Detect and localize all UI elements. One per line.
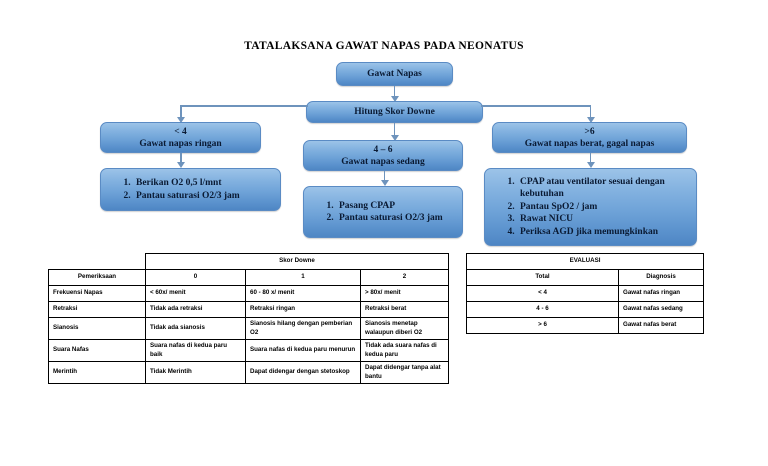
severity-berat-label: Gawat napas berat, gagal napas — [524, 138, 655, 149]
table-row: Retraksi Tidak ada retraksi Retraksi rin… — [48, 301, 449, 318]
cell-retraksi-2: Retraksi berat — [360, 301, 449, 318]
actions-berat-item: Pantau SpO2 / jam — [517, 201, 696, 214]
actions-sedang-item: Pasang CPAP — [336, 200, 443, 213]
severity-ringan-score: < 4 — [174, 126, 187, 137]
flow-node-gawat-napas: Gawat Napas — [336, 62, 453, 86]
connector-score-to-middle — [393, 123, 395, 137]
table-row-group-header: Skor Downe — [48, 253, 449, 270]
row-label-sianosis: Sianosis — [48, 317, 146, 340]
cell-total-ringan: < 4 — [466, 285, 619, 302]
header-score-1: 1 — [245, 269, 361, 286]
evaluasi-title: EVALUASI — [465, 253, 705, 270]
connector-score-to-right-v — [589, 105, 591, 119]
arrowhead-middle-branch — [390, 135, 399, 141]
connector-score-to-left-h — [180, 105, 308, 107]
table-row-column-header: Pemeriksaan 0 1 2 — [48, 269, 449, 286]
flow-node-hitung-skor-downe-label: Hitung Skor Downe — [354, 107, 435, 117]
header-diagnosis: Diagnosis — [617, 269, 705, 286]
page-title: TATALAKSANA GAWAT NAPAS PADA NEONATUS — [244, 40, 524, 52]
arrowhead-ringan-action — [177, 162, 185, 168]
cell-suara-nafas-1: Suara nafas di kedua paru menurun — [245, 339, 361, 362]
severity-ringan-label: Gawat napas ringan — [139, 138, 222, 149]
cell-merintih-2: Dapat didengar tanpa alat bantu — [360, 361, 449, 384]
connector-root-to-score — [393, 86, 395, 98]
cell-merintih-1: Dapat didengar dengan stetoskop — [245, 361, 361, 384]
cell-retraksi-0: Tidak ada retraksi — [145, 301, 246, 318]
severity-sedang-score: 4 – 6 — [373, 144, 393, 155]
flow-node-actions-sedang: Pasang CPAP Pantau saturasi O2/3 jam — [303, 186, 463, 238]
table-row: 4 - 6 Gawat nafas sedang — [466, 301, 705, 318]
flow-node-gawat-napas-label: Gawat Napas — [367, 69, 422, 79]
connector-berat-to-action — [589, 153, 591, 164]
skor-downe-group-header: Skor Downe — [145, 253, 449, 270]
skor-downe-table: Skor Downe Pemeriksaan 0 1 2 Frekuensi N… — [48, 253, 449, 384]
arrowhead-right-branch — [586, 117, 595, 123]
table-row: < 4 Gawat nafas ringan — [466, 285, 705, 302]
actions-ringan-item: Berikan O2 0,5 l/mnt — [133, 177, 240, 190]
cell-sianosis-0: Tidak ada sianosis — [145, 317, 246, 340]
actions-sedang-list: Pasang CPAP Pantau saturasi O2/3 jam — [320, 200, 443, 225]
cell-frekuensi-napas-1: 60 - 80 x/ menit — [245, 285, 361, 302]
actions-ringan-list: Berikan O2 0,5 l/mnt Pantau saturasi O2/… — [117, 177, 240, 202]
table-row-column-header: Total Diagnosis — [466, 269, 705, 286]
row-label-suara-nafas: Suara Nafas — [48, 339, 146, 362]
cell-total-sedang: 4 - 6 — [466, 301, 619, 318]
table-row: Frekuensi Napas < 60x/ menit 60 - 80 x/ … — [48, 285, 449, 302]
flow-node-severity-berat: >6 Gawat napas berat, gagal napas — [492, 122, 687, 153]
cell-frekuensi-napas-2: > 80x/ menit — [360, 285, 449, 302]
table-row: > 6 Gawat nafas berat — [466, 317, 705, 334]
connector-ringan-to-action — [180, 153, 182, 164]
row-label-merintih: Merintih — [48, 361, 146, 384]
severity-sedang-label: Gawat napas sedang — [341, 156, 425, 167]
actions-berat-list: CPAP atau ventilator sesuai dengan kebut… — [501, 176, 696, 239]
table-row: Sianosis Tidak ada sianosis Sianosis hil… — [48, 317, 449, 340]
row-label-frekuensi-napas: Frekuensi Napas — [48, 285, 146, 302]
cell-diagnosis-sedang: Gawat nafas sedang — [617, 301, 705, 318]
cell-diagnosis-ringan: Gawat nafas ringan — [617, 285, 705, 302]
cell-total-berat: > 6 — [466, 317, 619, 334]
cell-suara-nafas-0: Suara nafas di kedua paru baik — [145, 339, 246, 362]
header-pemeriksaan: Pemeriksaan — [48, 269, 146, 286]
row-label-retraksi: Retraksi — [48, 301, 146, 318]
cell-sianosis-1: Sianosis hilang dengan pemberian O2 — [245, 317, 361, 340]
arrowhead-root-to-score — [390, 96, 399, 102]
header-score-0: 0 — [145, 269, 246, 286]
table-row: Suara Nafas Suara nafas di kedua paru ba… — [48, 339, 449, 362]
table-cell-empty — [48, 253, 146, 270]
actions-berat-item: Periksa AGD jika memungkinkan — [517, 226, 696, 239]
table-row-title: EVALUASI — [465, 253, 705, 270]
cell-sianosis-2: Sianosis menetap walaupun diberi O2 — [360, 317, 449, 340]
arrowhead-left-branch — [177, 117, 185, 123]
table-row: Merintih Tidak Merintih Dapat didengar d… — [48, 361, 449, 384]
connector-sedang-to-action — [383, 171, 385, 182]
header-score-2: 2 — [360, 269, 449, 286]
cell-suara-nafas-2: Tidak ada suara nafas di kedua paru — [360, 339, 449, 362]
connector-score-to-left-v — [180, 105, 182, 119]
header-total: Total — [466, 269, 619, 286]
cell-retraksi-1: Retraksi ringan — [245, 301, 361, 318]
actions-ringan-item: Pantau saturasi O2/3 jam — [133, 190, 240, 203]
cell-diagnosis-berat: Gawat nafas berat — [617, 317, 705, 334]
cell-merintih-0: Tidak Merintih — [145, 361, 246, 384]
arrowhead-sedang-action — [380, 180, 389, 186]
cell-frekuensi-napas-0: < 60x/ menit — [145, 285, 246, 302]
evaluasi-table: EVALUASI Total Diagnosis < 4 Gawat nafas… — [465, 253, 705, 334]
actions-berat-item: CPAP atau ventilator sesuai dengan kebut… — [517, 176, 696, 201]
actions-sedang-item: Pantau saturasi O2/3 jam — [336, 212, 443, 225]
actions-berat-item: Rawat NICU — [517, 213, 696, 226]
severity-berat-score: >6 — [584, 126, 595, 137]
flow-node-hitung-skor-downe: Hitung Skor Downe — [306, 101, 483, 123]
flow-node-actions-ringan: Berikan O2 0,5 l/mnt Pantau saturasi O2/… — [100, 168, 281, 211]
flow-node-severity-sedang: 4 – 6 Gawat napas sedang — [303, 140, 463, 171]
flow-node-severity-ringan: < 4 Gawat napas ringan — [100, 122, 261, 153]
connector-score-to-right-h — [481, 105, 591, 107]
flow-node-actions-berat: CPAP atau ventilator sesuai dengan kebut… — [484, 168, 697, 246]
arrowhead-berat-action — [586, 162, 595, 168]
